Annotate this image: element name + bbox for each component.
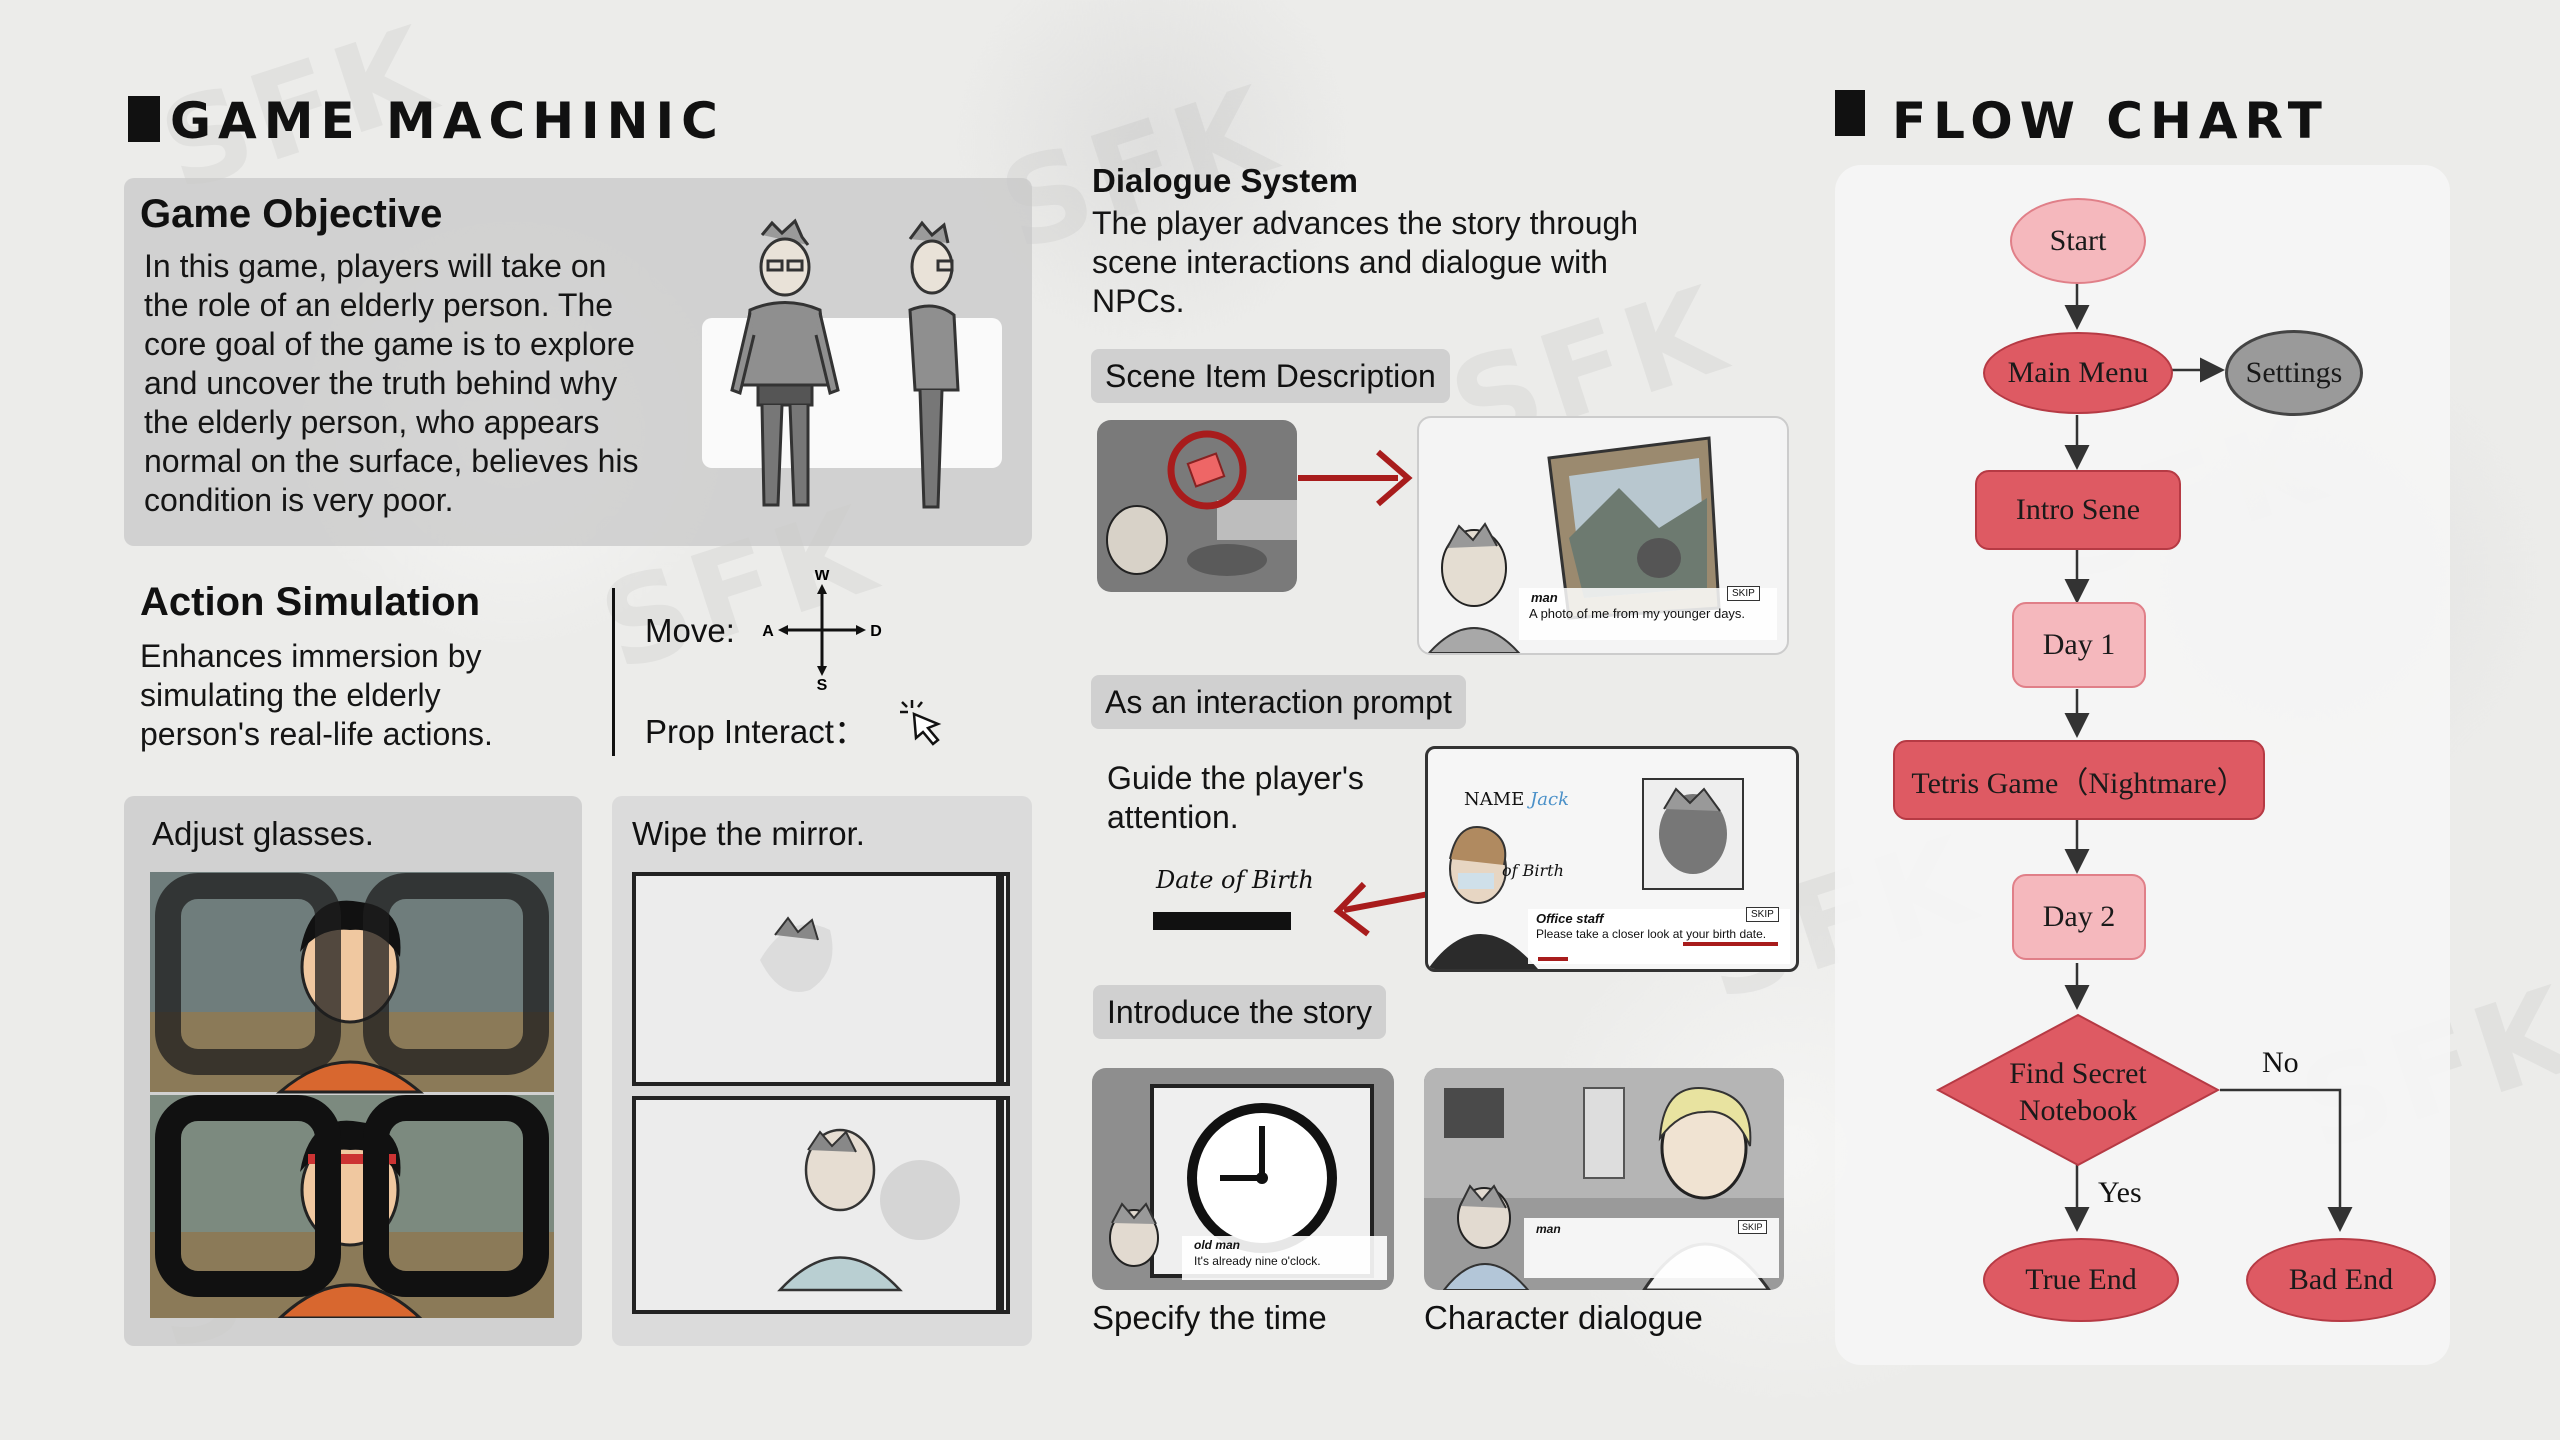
flow-node-settings: Settings [2225,330,2363,416]
mirror-caption: Wipe the mirror. [632,815,865,852]
flow-node-intro: Intro Sene [1975,470,2181,550]
clock-dialogue-line: It's already nine o'clock. [1194,1254,1321,1268]
adjust-glasses-illustration [150,872,554,1318]
flow-node-decision-shape [1935,1013,2221,1167]
flow-label-no: No [2262,1046,2299,1079]
svg-text:D: D [870,623,882,640]
objective-line: the elderly person, who appears [144,404,600,440]
section-marker [128,96,160,142]
objective-line: the role of an elderly person. The [144,287,614,323]
dialogue-line: The player advances the story through [1092,205,1639,241]
objective-line: core goal of the game is to explore [144,326,635,362]
flow-node-tetris: Tetris Game（Nightmare） [1893,740,2265,820]
form-dob: of Birth [1502,861,1564,880]
flow-node-decision: Find Secret Notebook [2009,1057,2147,1127]
hospital-dialogue-illustration [1424,1068,1784,1290]
clock-caption: Specify the time [1092,1299,1327,1336]
form-name-label: NAME Jack [1464,789,1569,810]
dialogue-line: NPCs. [1092,283,1185,319]
flow-node-start: Start [2010,198,2146,284]
svg-text:W: W [814,570,830,584]
interaction-prompt-tag: As an interaction prompt [1091,675,1466,729]
office-staff-illustration [1428,778,1790,969]
arrow-right-icon [1298,449,1413,507]
action-line: simulating the elderly [140,677,441,713]
skip-button[interactable]: SKIP [1746,907,1779,922]
name-label: NAME [1464,789,1525,810]
objective-line: In this game, players will take on [144,248,607,284]
svg-text:S: S [817,677,828,692]
flow-node-day1: Day 1 [2012,602,2146,688]
character-dialogue-scene: man SKIP [1424,1068,1784,1290]
clock-illustration [1109,1084,1387,1280]
clock-speaker: old man [1194,1238,1241,1252]
section-marker [1835,90,1865,136]
dialogue-text: The player advances the story through sc… [1092,204,1638,321]
flow-node-main-menu: Main Menu [1983,332,2173,414]
prompt-description: Guide the player's attention. [1107,759,1364,837]
divider [612,588,615,756]
flow-connectors [2064,283,2353,1232]
flow-node-true-end: True End [1983,1238,2179,1322]
name-value: Jack [1530,789,1569,810]
scene-room-thumbnail [1097,420,1297,592]
svg-text:A: A [762,623,774,640]
dialogue-heading: Dialogue System [1092,162,1358,199]
prompt-dialogue-line: Please take a closer look at your birth … [1536,927,1767,941]
section-title-game-machinic: GAME MACHINIC [170,92,725,150]
wasd-keys-icon: W S A D [762,570,882,692]
glasses-caption: Adjust glasses. [152,815,374,852]
dialog-caption: Character dialogue [1424,1299,1703,1336]
objective-text: In this game, players will take on the r… [144,247,638,520]
prop-interact-label: Prop Interact： [645,713,867,750]
photo-frame-illustration [1427,436,1777,653]
skip-button[interactable]: SKIP [1727,586,1760,601]
action-line: Enhances immersion by [140,638,482,674]
clock-scene: old man It's already nine o'clock. [1092,1068,1394,1290]
wipe-mirror-illustration [632,872,1010,1314]
office-form-dialogue: NAME Jack of Birth Office staff Please t… [1425,746,1799,972]
skip-button[interactable]: SKIP [1738,1220,1767,1234]
date-of-birth-label: Date of Birth [1156,866,1314,894]
action-heading: Action Simulation [140,580,480,624]
click-cursor-icon [900,700,942,746]
objective-heading: Game Objective [140,192,443,236]
scene-speaker: man [1531,590,1558,605]
action-text: Enhances immersion by simulating the eld… [140,637,493,754]
introduce-story-tag: Introduce the story [1093,985,1387,1039]
dialogue-line: scene interactions and dialogue with [1092,244,1608,280]
scene-photo-dialogue: man A photo of me from my younger days. … [1417,416,1789,655]
scene-dialogue-line: A photo of me from my younger days. [1529,606,1746,621]
objective-line: and uncover the truth behind why [144,365,618,401]
objective-line: condition is very poor. [144,482,454,518]
scene-item-tag: Scene Item Description [1091,349,1450,403]
move-label: Move: [645,612,735,649]
section-title-flow-chart: FLOW CHART [1892,92,2329,150]
flow-node-bad-end: Bad End [2246,1238,2436,1322]
objective-line: normal on the surface, believes his [144,443,639,479]
dialog-speaker: man [1536,1222,1561,1236]
flow-label-yes: Yes [2098,1176,2142,1209]
prompt-line: Guide the player's [1107,760,1364,796]
flow-node-day2: Day 2 [2012,874,2146,960]
prompt-line: attention. [1107,799,1239,835]
date-redacted-bar [1153,912,1291,930]
elderly-character-illustration [730,218,960,509]
prompt-speaker: Office staff [1536,911,1604,926]
action-line: person's real-life actions. [140,716,493,752]
